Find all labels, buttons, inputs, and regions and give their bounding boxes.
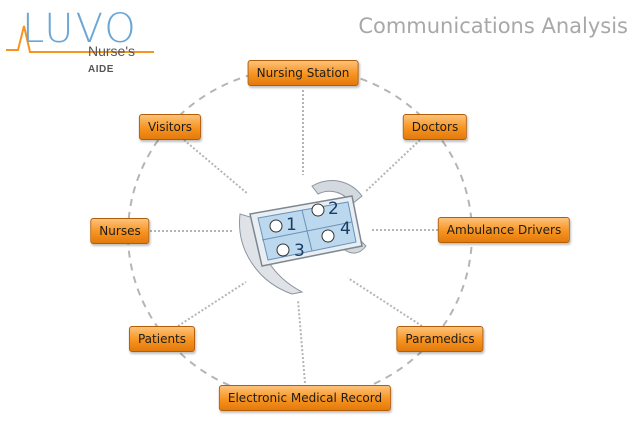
spoke-visitors xyxy=(183,139,249,195)
spoke-doctors xyxy=(364,139,421,193)
logo-subtitle-bold: AIDE xyxy=(88,64,114,75)
device-button-4[interactable]: 4 xyxy=(321,219,351,243)
device-button-3[interactable]: 3 xyxy=(276,241,305,261)
node-ambulance-drivers[interactable]: Ambulance Drivers xyxy=(437,217,571,243)
spokes-group xyxy=(150,90,446,384)
logo-subtitle-text: Nurse's xyxy=(88,43,136,59)
spoke-electronic-medical-record xyxy=(297,299,306,384)
node-nurses[interactable]: Nurses xyxy=(90,218,150,244)
node-nursing-station[interactable]: Nursing Station xyxy=(247,60,359,86)
page-title: Communications Analysis xyxy=(358,14,628,38)
spoke-patients xyxy=(177,281,247,327)
node-visitors[interactable]: Visitors xyxy=(138,114,202,140)
device-button-2[interactable]: 2 xyxy=(311,199,339,219)
logo-swoosh-icon xyxy=(6,25,154,53)
node-electronic-medical-record[interactable]: Electronic Medical Record xyxy=(218,385,392,411)
spoke-paramedics xyxy=(347,277,423,327)
device-button-1-label: 1 xyxy=(286,215,297,235)
device-button-1[interactable]: 1 xyxy=(269,215,297,235)
node-doctors[interactable]: Doctors xyxy=(402,114,468,140)
logo-text: LUVO xyxy=(22,6,138,52)
device-button-2-label: 2 xyxy=(328,199,339,219)
luvo-logo: LUVO Nurse's AIDE xyxy=(4,6,164,75)
wristband-device: 1 2 3 4 xyxy=(239,180,367,295)
node-paramedics[interactable]: Paramedics xyxy=(396,326,484,352)
device-button-3-label: 3 xyxy=(294,241,305,261)
device-button-4-label: 4 xyxy=(340,219,351,239)
logo-subtitle: Nurse's AIDE xyxy=(88,43,164,75)
node-patients[interactable]: Patients xyxy=(128,326,196,352)
